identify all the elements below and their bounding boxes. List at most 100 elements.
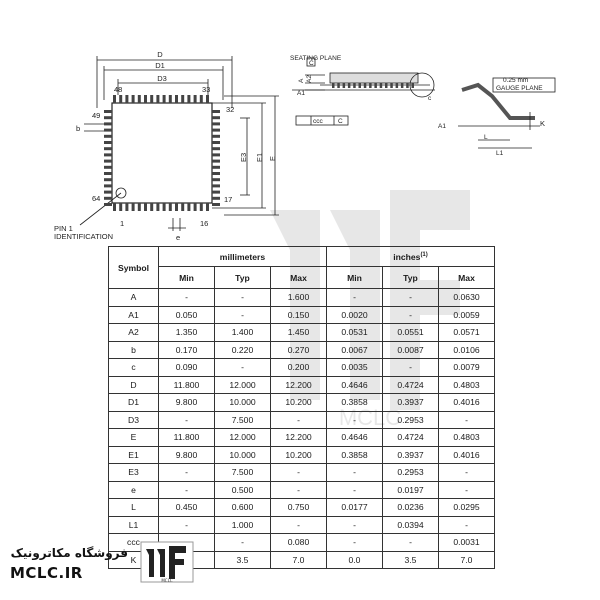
package-lead xyxy=(113,95,116,103)
package-lead xyxy=(144,203,147,211)
brand-site: MCLC.IR xyxy=(10,564,83,582)
value-cell: 0.200 xyxy=(270,358,327,377)
value-cell: 0.4646 xyxy=(326,375,383,394)
value-cell: 0.0106 xyxy=(438,340,495,359)
value-cell: 0.0035 xyxy=(326,358,383,377)
col-header-typ: Typ xyxy=(214,266,271,289)
value-cell: 1.400 xyxy=(214,323,271,342)
side-view-lead xyxy=(347,83,351,88)
value-cell: 0.4724 xyxy=(382,428,439,447)
value-cell: 3.5 xyxy=(214,550,271,569)
value-cell: - xyxy=(270,410,327,429)
symbol-cell: L1 xyxy=(108,515,159,534)
value-cell: - xyxy=(326,515,383,534)
value-cell: 10.000 xyxy=(214,445,271,464)
package-drawing: D D1 D3 48 33 49 32 64 17 1 16 b e PIN 1… xyxy=(54,50,556,242)
svg-text:ccc: ccc xyxy=(313,118,324,125)
package-lead xyxy=(113,203,116,211)
value-cell: - xyxy=(214,288,271,307)
package-lead xyxy=(144,95,147,103)
package-lead xyxy=(168,95,172,103)
package-lead xyxy=(212,141,220,144)
symbol-cell: E3 xyxy=(108,463,159,482)
svg-text:D: D xyxy=(157,50,163,59)
table-row: D3-7.500--0.2953- xyxy=(108,410,495,429)
value-cell: - xyxy=(270,515,327,534)
package-lead xyxy=(199,95,203,103)
svg-text:E: E xyxy=(268,156,277,161)
svg-text:C: C xyxy=(309,60,314,67)
value-cell: 0.0236 xyxy=(382,498,439,517)
value-cell: 0.450 xyxy=(158,498,215,517)
package-lead xyxy=(104,134,112,138)
package-lead xyxy=(150,203,154,211)
package-lead xyxy=(193,95,197,103)
package-lead xyxy=(212,203,220,206)
package-lead xyxy=(175,95,178,103)
package-lead xyxy=(212,122,220,126)
package-lead xyxy=(104,159,112,163)
package-lead xyxy=(119,95,123,103)
value-cell: - xyxy=(214,358,271,377)
value-cell: - xyxy=(270,480,327,499)
value-cell: 0.0295 xyxy=(438,498,495,517)
value-cell: 0.0031 xyxy=(438,533,495,552)
package-lead xyxy=(156,95,160,103)
side-view-lead xyxy=(337,83,340,88)
table-row: E3-7.500--0.2953- xyxy=(108,463,495,482)
svg-text:A1: A1 xyxy=(438,123,446,130)
package-lead xyxy=(193,203,197,211)
value-cell: - xyxy=(326,480,383,499)
value-cell: - xyxy=(158,515,215,534)
package-lead xyxy=(212,190,220,194)
value-cell: 0.2953 xyxy=(382,463,439,482)
svg-text:48: 48 xyxy=(114,85,122,94)
value-cell: - xyxy=(382,288,439,307)
svg-text:0.25 mm: 0.25 mm xyxy=(503,77,528,84)
side-view-lead xyxy=(390,83,393,88)
table-row: K0.03.57.00.03.57.0 xyxy=(108,550,495,569)
value-cell: - xyxy=(438,515,495,534)
value-cell: - xyxy=(158,410,215,429)
value-cell: - xyxy=(438,480,495,499)
package-lead xyxy=(162,95,166,103)
symbol-cell: A2 xyxy=(108,323,159,342)
svg-text:49: 49 xyxy=(92,111,100,120)
brand-persian-name: فروشگاه مکاترونیک xyxy=(10,546,128,560)
value-cell: 7.0 xyxy=(270,550,327,569)
package-lead xyxy=(119,203,123,211)
value-cell: 0.0079 xyxy=(438,358,495,377)
package-lead xyxy=(104,110,112,113)
package-lead xyxy=(175,203,178,211)
value-cell: 7.0 xyxy=(438,550,495,569)
symbol-cell: A xyxy=(108,288,159,307)
value-cell: 0.0020 xyxy=(326,305,383,324)
symbol-cell: c xyxy=(108,358,159,377)
table-row: L1-1.000--0.0394- xyxy=(108,515,495,534)
value-cell: 0.500 xyxy=(214,480,271,499)
value-cell: 11.800 xyxy=(158,428,215,447)
col-header-max: Max xyxy=(270,266,327,289)
svg-text:L: L xyxy=(484,134,488,141)
side-view-lead xyxy=(400,83,404,88)
package-lead xyxy=(131,95,135,103)
package-lead xyxy=(104,122,112,126)
svg-text:A1: A1 xyxy=(297,90,305,97)
package-lead xyxy=(212,178,220,182)
col-header-max: Max xyxy=(438,266,495,289)
package-lead xyxy=(104,116,112,120)
value-cell: 7.500 xyxy=(214,463,271,482)
value-cell: 0.0531 xyxy=(326,323,383,342)
svg-text:64: 64 xyxy=(92,194,100,203)
side-view-lead xyxy=(369,83,372,88)
value-cell: - xyxy=(270,463,327,482)
value-cell: 0.0551 xyxy=(382,323,439,342)
symbol-cell: L xyxy=(108,498,159,517)
svg-text:32: 32 xyxy=(226,105,234,114)
package-lead xyxy=(104,178,112,182)
brand-logo-icon: MCLC xyxy=(140,541,194,583)
symbol-cell: e xyxy=(108,480,159,499)
